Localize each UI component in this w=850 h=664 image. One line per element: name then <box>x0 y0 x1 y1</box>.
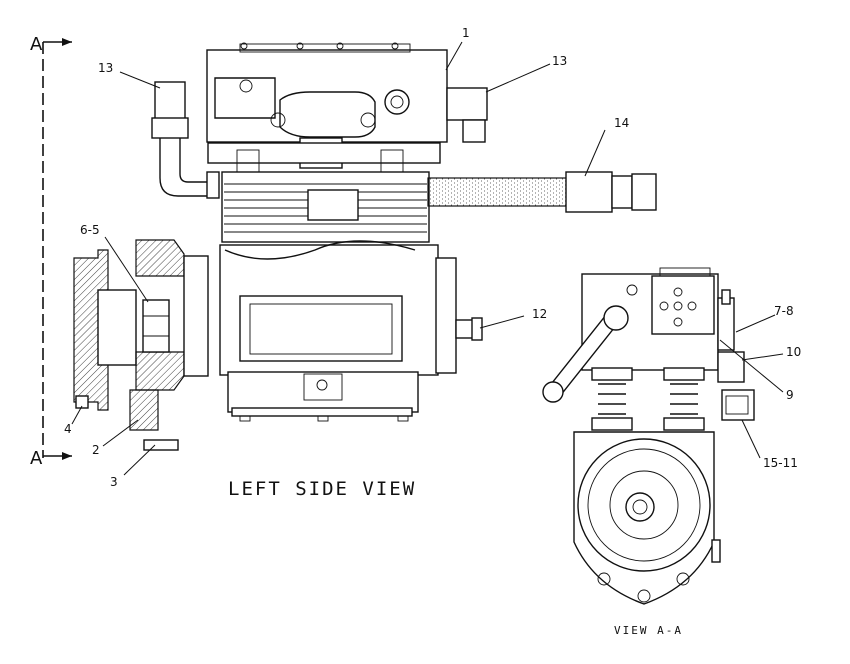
valve-block <box>651 275 715 335</box>
callout-1: 1 <box>462 26 470 40</box>
lever-arm <box>542 305 629 403</box>
callout-15-11: 15-11 <box>763 456 798 470</box>
section-line-a-a: A A <box>30 34 72 469</box>
callout-7-8: 7-8 <box>774 304 794 318</box>
left-side-view-title: LEFT SIDE VIEW <box>228 478 416 500</box>
spring-stack <box>591 367 705 431</box>
arrow-right-icon <box>62 452 72 460</box>
view-a-a-title: VIEW A-A <box>614 624 683 637</box>
elbow-fitting-13-left <box>151 81 220 199</box>
leader-lines <box>71 41 784 476</box>
elbow-fitting-13-right <box>446 87 488 143</box>
callout-14: 14 <box>614 116 629 130</box>
mounting-flange <box>73 239 209 451</box>
view-a-a: VIEW A-A <box>542 267 755 637</box>
section-mark-top: A <box>30 34 43 55</box>
fitting-12 <box>455 317 483 341</box>
callout-3: 3 <box>110 475 118 489</box>
callout-2: 2 <box>92 443 100 457</box>
braided-hose-14 <box>427 171 657 213</box>
callout-9: 9 <box>786 388 794 402</box>
callout-6-5: 6-5 <box>80 223 100 237</box>
left-side-view: LEFT SIDE VIEW <box>73 42 657 500</box>
arrow-right-icon <box>62 38 72 46</box>
lower-housing <box>573 431 721 605</box>
right-fittings <box>717 289 755 421</box>
callout-12: 12 <box>532 307 547 321</box>
crankcase <box>219 240 457 422</box>
callouts: 1 13 13 14 6-5 12 4 2 3 7-8 10 9 15-11 <box>64 26 801 489</box>
callout-4: 4 <box>64 422 72 436</box>
cylinder-fins <box>221 171 430 243</box>
cylinder-head <box>206 42 448 173</box>
callout-10: 10 <box>786 345 801 359</box>
callout-13-right: 13 <box>552 54 567 68</box>
section-mark-bottom: A <box>30 448 43 469</box>
callout-13-left: 13 <box>98 61 113 75</box>
